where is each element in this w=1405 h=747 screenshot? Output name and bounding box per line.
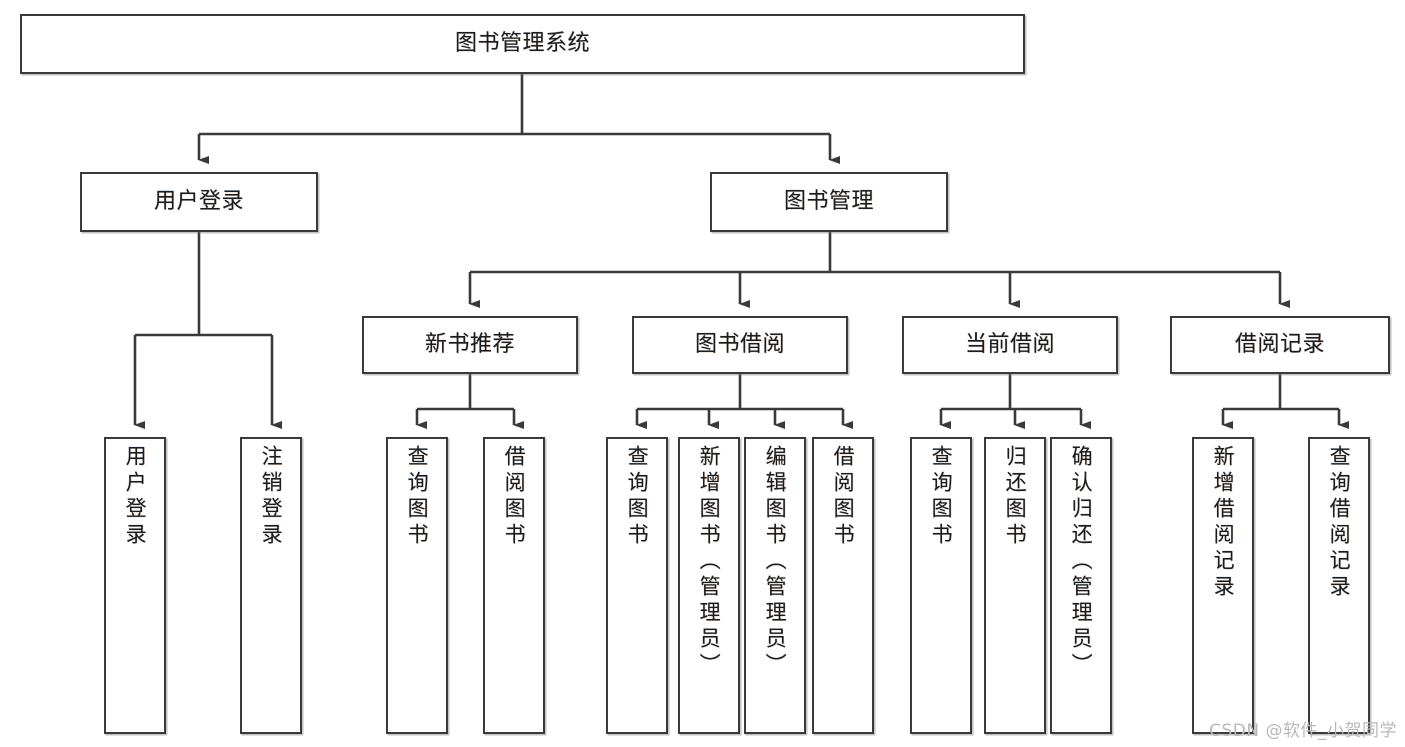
node-leaf-borrow-book-1[interactable]: 借阅图书 <box>483 437 545 734</box>
node-current-borrow[interactable]: 当前借阅 <box>902 316 1118 374</box>
node-leaf-borrow-book-1-label: 借阅图书 <box>502 445 527 549</box>
node-leaf-user-login[interactable]: 用户登录 <box>104 437 166 734</box>
node-current-borrow-label: 当前借阅 <box>964 332 1055 358</box>
node-user-login[interactable]: 用户登录 <box>80 172 318 232</box>
node-leaf-add-book-label: 新增图书（管理员） <box>697 445 722 679</box>
node-leaf-user-logout-label: 注销登录 <box>259 445 284 549</box>
node-leaf-query-book-2-label: 查询图书 <box>625 445 650 549</box>
node-book-borrow[interactable]: 图书借阅 <box>632 316 848 374</box>
node-book-borrow-label: 图书借阅 <box>694 332 785 358</box>
node-leaf-query-record[interactable]: 查询借阅记录 <box>1308 437 1370 734</box>
node-leaf-confirm-return[interactable]: 确认归还（管理员） <box>1050 437 1112 734</box>
node-leaf-confirm-return-label: 确认归还（管理员） <box>1069 445 1094 679</box>
node-leaf-add-record-label: 新增借阅记录 <box>1211 445 1236 601</box>
node-leaf-return-book-label: 归还图书 <box>1003 445 1028 549</box>
node-book-manage-label: 图书管理 <box>783 189 874 215</box>
node-leaf-add-book[interactable]: 新增图书（管理员） <box>678 437 740 734</box>
node-leaf-user-logout[interactable]: 注销登录 <box>240 437 302 734</box>
csdn-watermark: CSDN @软件_小贺同学 <box>1209 721 1397 741</box>
node-leaf-query-book-1-label: 查询图书 <box>405 445 430 549</box>
node-leaf-query-book-3-label: 查询图书 <box>929 445 954 549</box>
node-leaf-borrow-book-2[interactable]: 借阅图书 <box>812 437 874 734</box>
node-leaf-query-book-2[interactable]: 查询图书 <box>606 437 668 734</box>
node-borrow-record[interactable]: 借阅记录 <box>1170 316 1390 374</box>
node-leaf-query-record-label: 查询借阅记录 <box>1327 445 1352 601</box>
node-leaf-user-login-label: 用户登录 <box>123 445 148 549</box>
node-leaf-add-record[interactable]: 新增借阅记录 <box>1192 437 1254 734</box>
node-leaf-query-book-1[interactable]: 查询图书 <box>386 437 448 734</box>
node-book-manage[interactable]: 图书管理 <box>710 172 948 232</box>
node-root[interactable]: 图书管理系统 <box>20 14 1025 74</box>
node-new-book-recommend[interactable]: 新书推荐 <box>362 316 578 374</box>
node-leaf-edit-book[interactable]: 编辑图书（管理员） <box>744 437 806 734</box>
node-new-book-recommend-label: 新书推荐 <box>424 332 515 358</box>
node-borrow-record-label: 借阅记录 <box>1234 332 1325 358</box>
node-leaf-borrow-book-2-label: 借阅图书 <box>831 445 856 549</box>
node-leaf-edit-book-label: 编辑图书（管理员） <box>763 445 788 679</box>
node-leaf-return-book[interactable]: 归还图书 <box>984 437 1046 734</box>
node-root-label: 图书管理系统 <box>454 31 590 57</box>
node-leaf-query-book-3[interactable]: 查询图书 <box>910 437 972 734</box>
node-user-login-label: 用户登录 <box>153 189 244 215</box>
